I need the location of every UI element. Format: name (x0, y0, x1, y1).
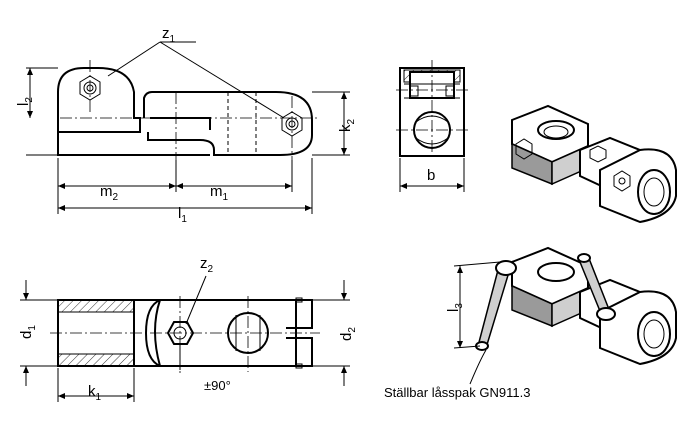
l3-label: l3 (445, 303, 465, 312)
clamping-lever-left (475, 260, 517, 351)
m2-label: m2 (100, 183, 119, 203)
isometric-view-top (511, 104, 677, 224)
l2-label: l2 (15, 97, 35, 106)
clamping-lever-right (577, 253, 616, 321)
z1-label: z1 (162, 25, 176, 45)
z2-label: z2 (200, 255, 214, 275)
d1-label: d1 (18, 325, 38, 339)
top-view: z2 ±90° d1 d2 k1 (18, 255, 358, 403)
k1-label: k1 (88, 383, 102, 403)
angle-label: ±90° (204, 378, 231, 393)
m1-label: m1 (210, 183, 229, 203)
l1-label: l1 (178, 205, 187, 225)
side-view: b (396, 60, 468, 192)
d2-label: d2 (338, 327, 358, 341)
front-view: z1 l2 k2 m2 m1 l1 (15, 25, 357, 225)
isometric-view-levers: l3 (445, 246, 677, 385)
k2-label: k2 (337, 119, 357, 133)
lever-caption: Ställbar låsspak GN911.3 (384, 385, 530, 400)
b-label: b (427, 167, 435, 184)
